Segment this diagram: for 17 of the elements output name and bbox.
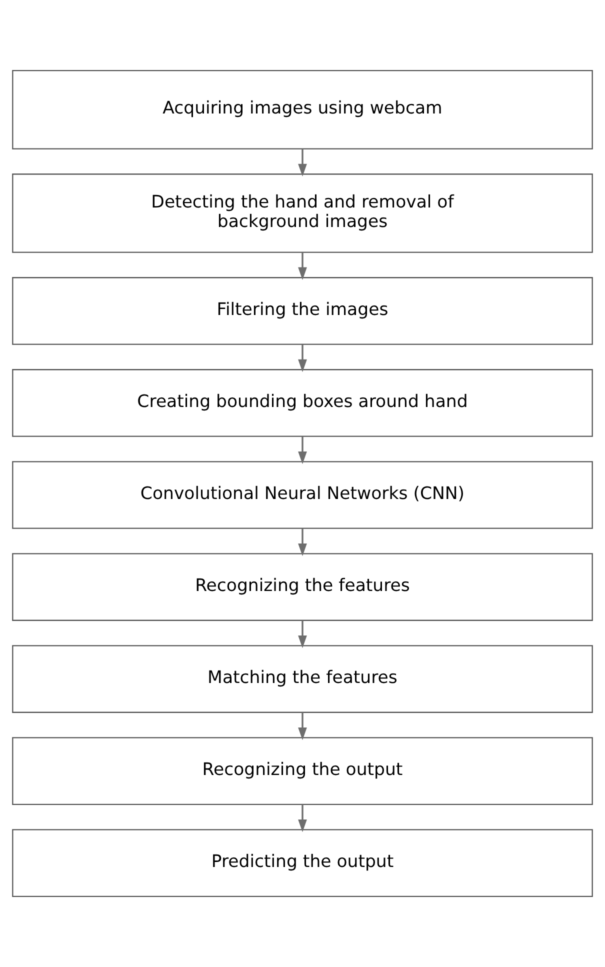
- node-box: Acquiring images using webcam: [12, 70, 593, 150]
- arrow: [298, 344, 307, 372]
- node-box: Detecting the hand and removal of background images: [12, 174, 593, 253]
- node-box: Creating bounding boxes around hand: [12, 369, 593, 437]
- arrow: [298, 528, 307, 556]
- arrow: [298, 148, 307, 176]
- node-box: Filtering the images: [12, 277, 593, 345]
- arrow: [298, 252, 307, 280]
- arrow: [298, 712, 307, 740]
- node-box: Recognizing the features: [12, 553, 593, 621]
- node-box: Recognizing the output: [12, 737, 593, 805]
- node-box: Matching the features: [12, 645, 593, 713]
- arrow: [298, 804, 307, 832]
- node-box: Convolutional Neural Networks (CNN): [12, 461, 593, 529]
- node-box: Predicting the output: [12, 829, 593, 897]
- arrow: [298, 620, 307, 648]
- arrow: [298, 436, 307, 464]
